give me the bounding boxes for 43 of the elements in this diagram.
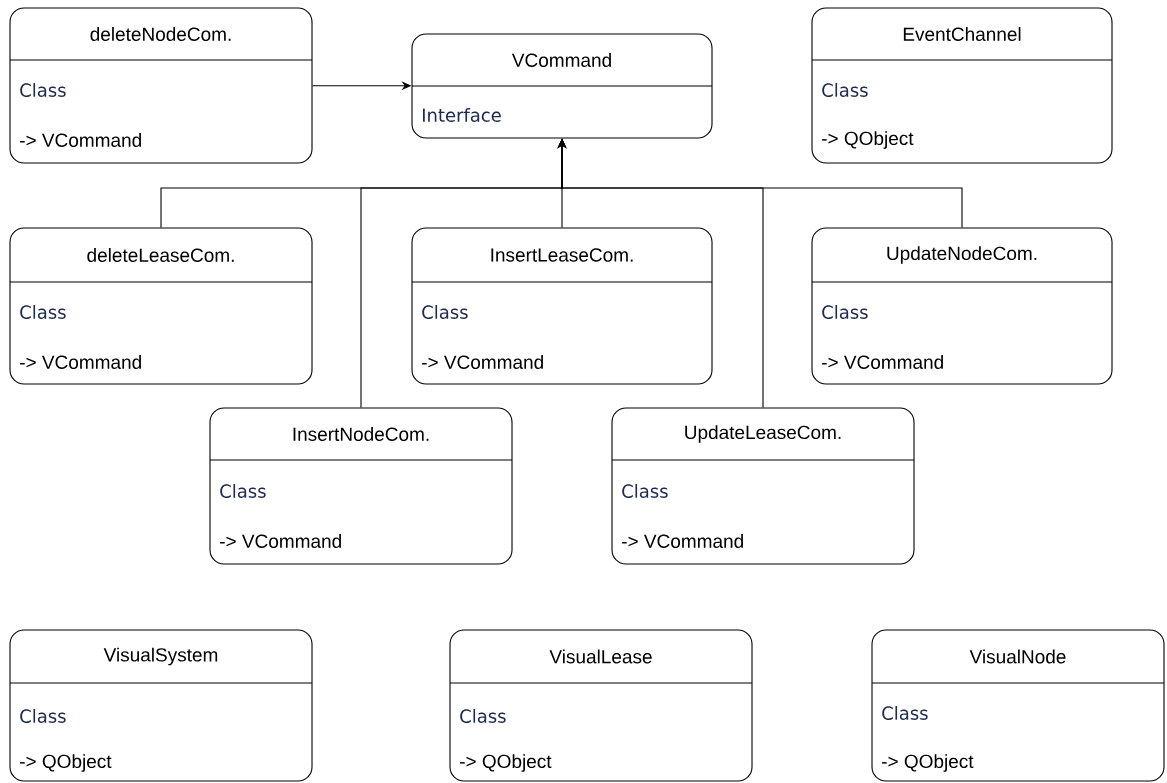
class-box	[871, 629, 1165, 782]
parent-label: -> VCommand	[822, 355, 943, 369]
stereotype-label: Class	[822, 83, 868, 97]
parent-label: -> VCommand	[422, 355, 543, 369]
class-name: VisualSystem	[103, 647, 218, 666]
class-name: VisualNode	[969, 649, 1066, 664]
stereotype-label: Class	[220, 484, 266, 498]
parent-label: -> VCommand	[20, 355, 141, 369]
parent-label: -> QObject	[460, 754, 552, 772]
class-box	[449, 629, 753, 782]
parent-label: -> QObject	[882, 754, 974, 772]
stereotype-label: Class	[622, 484, 668, 498]
class-name: VisualLease	[549, 649, 652, 664]
stereotype-label: Interface	[423, 108, 501, 122]
parent-label: -> QObject	[822, 131, 914, 149]
stereotype-label: Class	[882, 706, 928, 720]
class-box	[9, 7, 313, 164]
class-name: UpdateNodeCom.	[887, 246, 1037, 264]
stereotype-label: Class	[20, 709, 66, 723]
class-name: UpdateLeaseCom.	[685, 425, 841, 443]
parent-label: -> VCommand	[220, 534, 341, 548]
class-box	[811, 7, 1113, 164]
stereotype-label: Class	[822, 305, 868, 319]
parent-label: -> VCommand	[622, 534, 743, 548]
class-name: deleteNodeCom.	[90, 27, 231, 41]
class-box	[209, 407, 513, 565]
class-box	[411, 33, 713, 139]
class-box	[811, 227, 1113, 385]
class-box	[611, 407, 915, 565]
class-name: EventChannel	[903, 27, 1021, 41]
class-name: InsertNodeCom.	[293, 427, 429, 441]
class-box	[411, 227, 713, 385]
parent-label: -> QObject	[20, 754, 112, 772]
stereotype-label: Class	[20, 83, 66, 97]
stereotype-label: Class	[460, 709, 506, 723]
parent-label: -> VCommand	[20, 133, 141, 147]
class-box	[9, 629, 313, 782]
class-name: InsertLeaseCom.	[491, 248, 633, 262]
stereotype-label: Class	[422, 305, 468, 319]
class-name: deleteLeaseCom.	[87, 248, 234, 262]
class-name: VCommand	[511, 53, 611, 67]
stereotype-label: Class	[20, 305, 66, 319]
class-box	[9, 227, 313, 385]
